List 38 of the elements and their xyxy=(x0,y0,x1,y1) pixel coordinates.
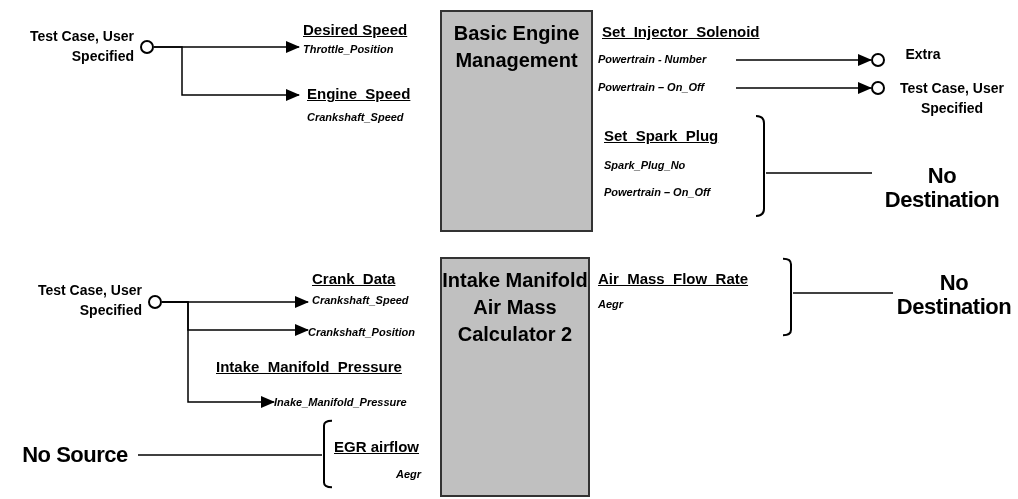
endpoint-label: Test Case, User Specified xyxy=(29,27,134,66)
port-heading: Crank_Data xyxy=(312,270,396,288)
signal-name: Powertrain - Number xyxy=(598,53,707,66)
endpoint-label: No Destination xyxy=(895,271,1013,319)
port-circle xyxy=(148,295,162,309)
endpoint-label: No Source xyxy=(22,443,128,467)
signal-name: Aegr xyxy=(598,298,624,311)
signal-name: Spark_Plug_No xyxy=(604,159,686,172)
connector-arrow xyxy=(153,46,300,101)
signal-name: Powertrain – On_Off xyxy=(604,186,711,199)
port-heading: Engine_Speed xyxy=(307,85,411,103)
endpoint-label: Extra xyxy=(904,45,942,64)
port-heading: Intake_Manifold_Pressure xyxy=(216,358,402,376)
signal-name: Throttle_Position xyxy=(303,43,394,56)
port-heading: Set_Injector_Solenoid xyxy=(602,23,760,41)
connector-arrow xyxy=(735,54,872,66)
port-heading: Air_Mass_Flow_Rate xyxy=(598,270,749,288)
endpoint-label: No Destination xyxy=(883,164,1001,212)
signal-name: Powertrain – On_Off xyxy=(598,81,705,94)
signal-name: Aegr xyxy=(395,468,422,481)
connector-arrow xyxy=(161,301,275,408)
signal-name: Crankshaft_Position xyxy=(308,326,415,339)
port-heading: Set_Spark_Plug xyxy=(604,127,719,145)
signal-name: Crankshaft_Speed xyxy=(307,111,404,124)
signal-name: Inake_Manifold_Pressure xyxy=(274,396,407,409)
process-block xyxy=(440,257,590,497)
port-heading: EGR airflow xyxy=(334,438,419,456)
port-circle xyxy=(871,53,885,67)
process-block xyxy=(440,10,593,232)
block-title: Basic Engine Management xyxy=(452,21,581,73)
endpoint-label: Test Case, User Specified xyxy=(37,281,142,320)
signal-name: Crankshaft_Speed xyxy=(312,294,409,307)
port-heading: Desired Speed xyxy=(303,21,408,39)
port-circle xyxy=(871,81,885,95)
block-title: Intake Manifold Air Mass Calculator 2 xyxy=(442,268,588,347)
port-circle xyxy=(140,40,154,54)
connector-arrow xyxy=(735,82,872,94)
endpoint-label: Test Case, User Specified xyxy=(899,79,1005,118)
